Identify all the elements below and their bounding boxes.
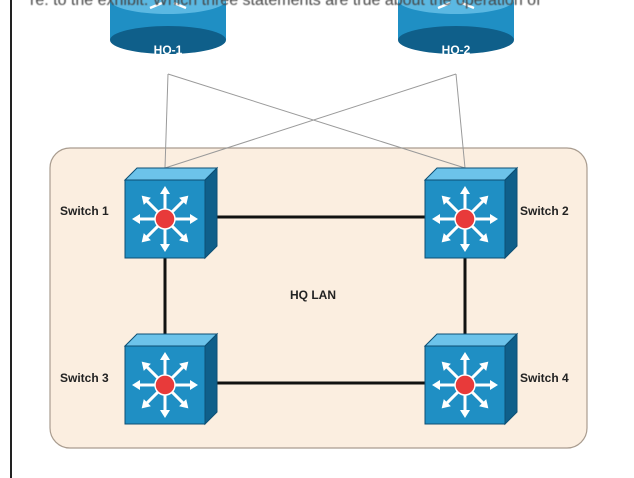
switch-top xyxy=(423,167,519,181)
switch-hub-center xyxy=(454,208,476,230)
router-top xyxy=(110,0,226,14)
switch-hub-icon xyxy=(432,352,498,418)
router-arrows-icon xyxy=(149,1,187,10)
devices-layer xyxy=(110,0,519,426)
switch-side xyxy=(504,332,518,426)
switch-side xyxy=(204,332,218,426)
switch-side xyxy=(504,166,518,260)
router-base xyxy=(110,26,226,54)
link-hq1-sw1 xyxy=(164,73,169,169)
switch-hub-icon xyxy=(132,186,198,252)
router-top xyxy=(398,0,514,14)
router-arrows-icon xyxy=(437,1,475,10)
switch-hub-icon xyxy=(132,352,198,418)
link-hq2-sw2 xyxy=(455,73,466,169)
switch-top xyxy=(423,333,519,347)
router-base xyxy=(398,26,514,54)
switch-top xyxy=(123,333,219,347)
switch-top xyxy=(123,167,219,181)
switch-hub-center xyxy=(154,208,176,230)
switch-2[interactable] xyxy=(423,166,519,260)
router-hq2[interactable] xyxy=(398,0,514,54)
switch-hub-center xyxy=(454,374,476,396)
switch-hub-icon xyxy=(432,186,498,252)
switch-3[interactable] xyxy=(123,332,219,426)
switch-4[interactable] xyxy=(423,332,519,426)
switch-side xyxy=(204,166,218,260)
switch-1[interactable] xyxy=(123,166,219,260)
link-hq1-sw2 xyxy=(167,73,466,169)
router-hq1[interactable] xyxy=(110,0,226,54)
link-hq2-sw1 xyxy=(164,73,457,169)
switch-hub-center xyxy=(154,374,176,396)
